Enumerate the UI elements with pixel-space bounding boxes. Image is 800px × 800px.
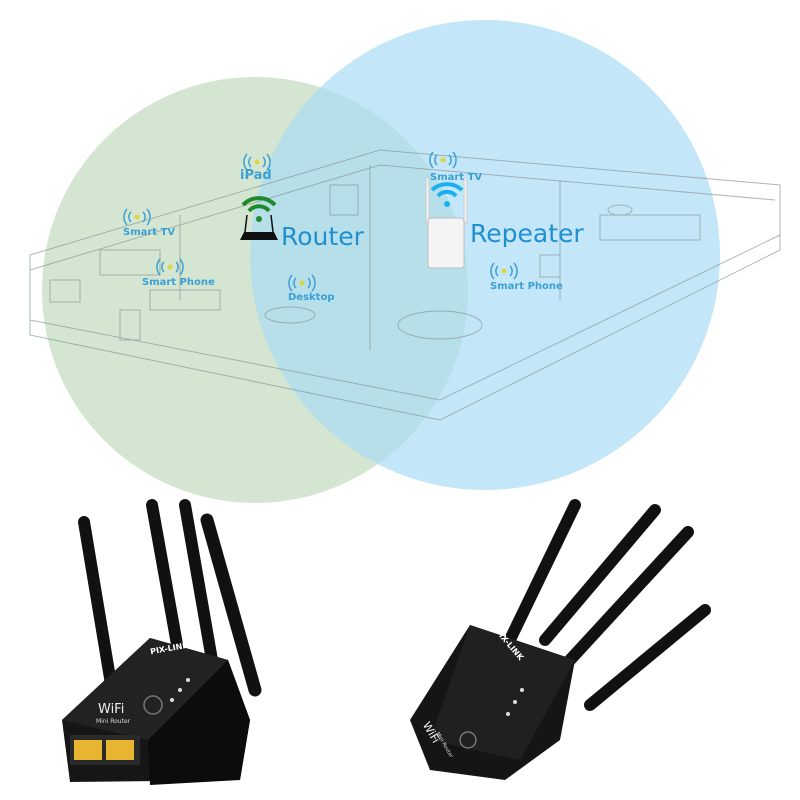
product-photo-angled [410,499,711,780]
floor-plan [29,149,781,421]
repeater-label: Repeater [470,219,584,248]
router-label: Router [281,222,364,251]
wifi-logo: WiFi [98,702,125,717]
device-label: Desktop [288,292,335,303]
product-subtitle: Mini Router [96,718,131,725]
device-label: Smart Phone [142,277,215,288]
wifi-signal-icon [156,258,184,276]
wifi-signal-icon [123,208,151,226]
signal-icons [123,151,518,292]
device-label: Smart Phone [490,281,563,292]
router-icon [240,196,278,240]
wifi-signal-icon [288,274,316,292]
device-label: Smart TV [430,172,483,183]
device-label: Smart TV [123,227,176,238]
wifi-signal-icon [490,262,518,280]
repeater-icon [425,177,468,269]
wifi-signal-icon [429,151,457,169]
product-photo-front [62,499,262,785]
device-label: iPad [240,168,272,183]
repeater-coverage-zone [250,20,720,490]
wifi-signal-icon [243,153,271,171]
